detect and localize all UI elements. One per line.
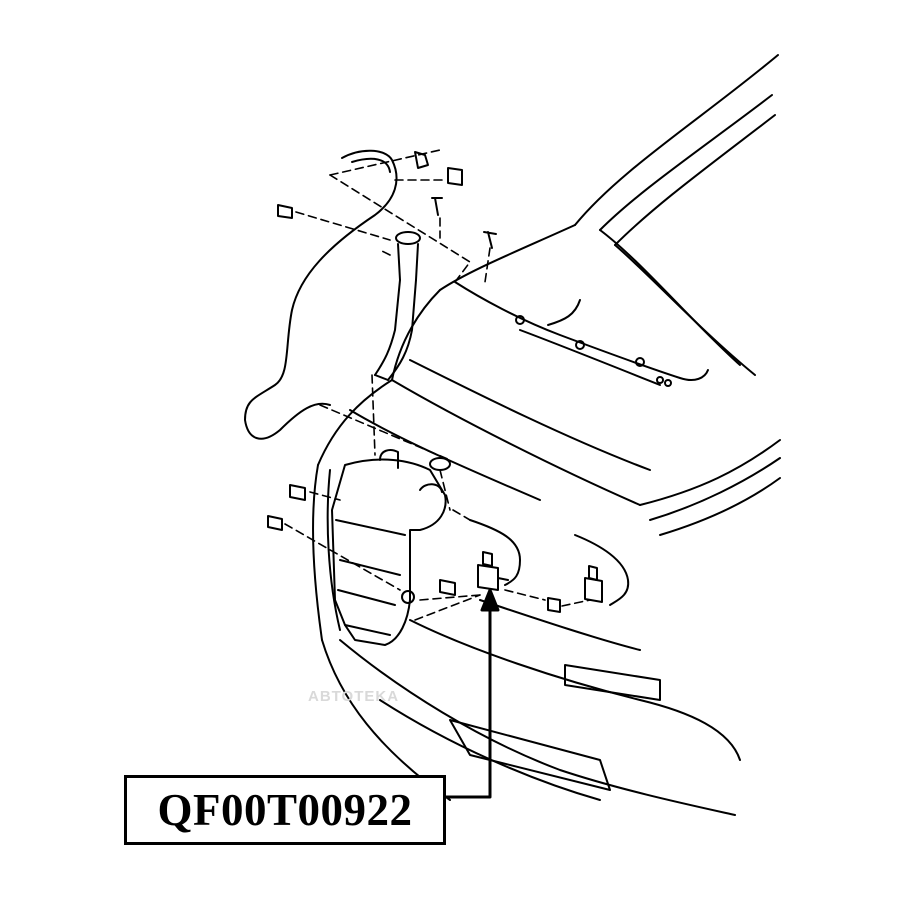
washer-reservoir — [331, 449, 447, 646]
washer-pump-rear — [584, 565, 603, 603]
bumper-outline — [339, 599, 741, 816]
pump-hoses — [469, 519, 630, 606]
washer-pump-front — [477, 551, 509, 591]
washer-hose-left — [244, 149, 398, 440]
part-number-label: QF00T00922 — [124, 775, 446, 845]
filler-neck — [374, 231, 421, 381]
callout-arrow — [444, 588, 500, 799]
fasteners — [267, 151, 561, 613]
leader-lines — [284, 149, 591, 621]
fender-outline — [312, 379, 541, 801]
watermark: ABTOTEKA — [308, 688, 400, 705]
hood-outline — [391, 54, 781, 536]
washer-hose-hood — [454, 281, 709, 387]
